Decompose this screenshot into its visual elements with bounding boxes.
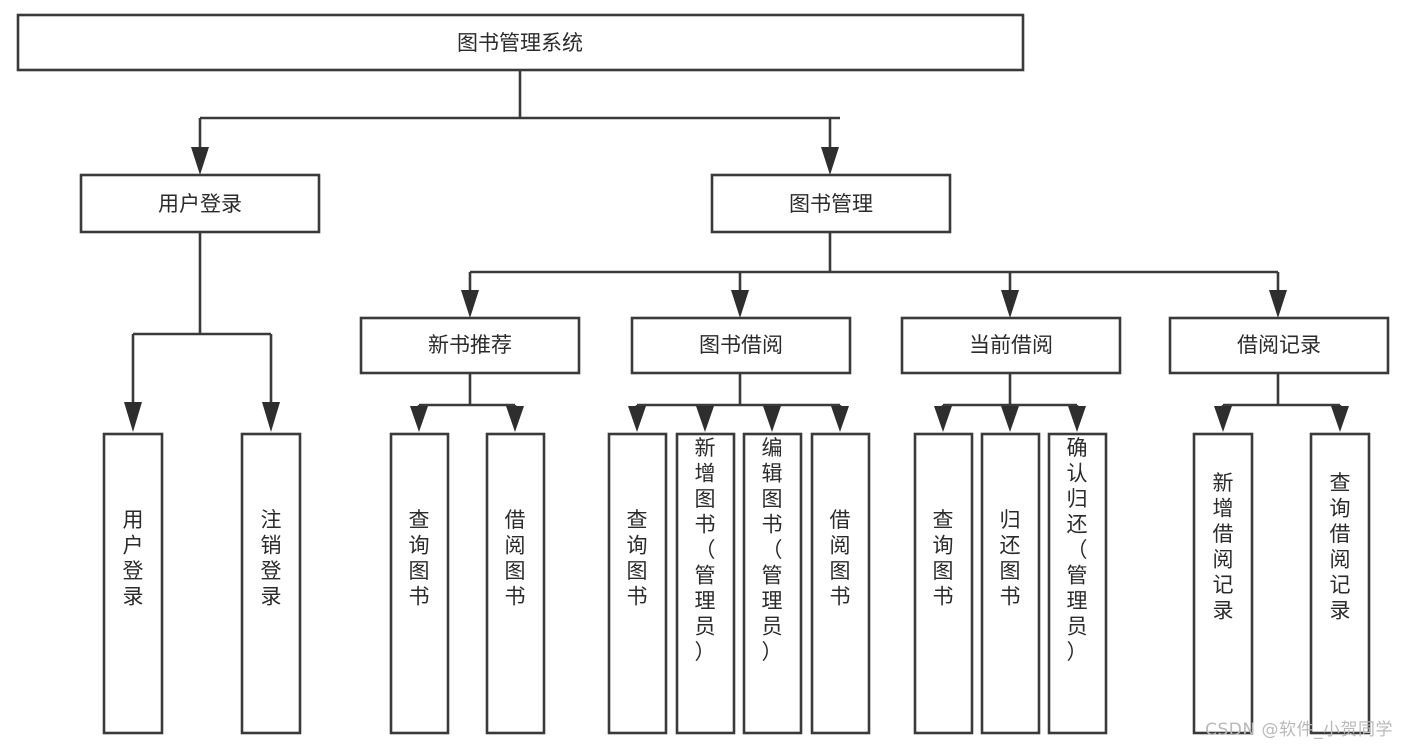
arrowhead-leaf-add-book [696,406,714,432]
node-leaf-borrow-book-1-label: 借阅图书 [505,508,526,609]
arrowhead-leaf-query-book-3 [934,406,952,432]
node-leaf-query-book-1-label: 查询图书 [409,508,430,609]
node-leaf-borrow-book-2[interactable]: 借阅图书 [810,432,871,735]
node-book-borrow-label: 图书借阅 [699,333,783,357]
node-leaf-query-record[interactable]: 查询借阅记录 [1309,432,1371,735]
node-borrow-record-label: 借阅记录 [1237,333,1321,357]
node-leaf-query-record-label: 查询借阅记录 [1330,471,1351,623]
arrowhead-leaf-query-record [1331,406,1349,432]
arrowhead-user-login [191,147,209,175]
node-leaf-add-book[interactable]: 新增图书（管理员） [675,432,736,735]
node-root-box[interactable] [16,13,1025,72]
node-leaf-return-book-label: 归还图书 [1000,508,1021,609]
node-leaf-add-record-label: 新增借阅记录 [1213,471,1234,623]
node-book-borrow-box[interactable] [630,316,852,375]
node-leaf-query-book-2-box[interactable] [607,432,668,735]
node-leaf-add-record[interactable]: 新增借阅记录 [1192,432,1254,735]
node-root[interactable]: 图书管理系统 [16,13,1025,72]
node-leaf-confirm-return-box[interactable] [1047,432,1108,735]
arrowhead-book-manage [821,147,839,175]
node-leaf-add-record-box[interactable] [1192,432,1254,735]
arrowhead-leaf-borrow-book-2 [831,406,849,432]
arrowhead-leaf-add-record [1214,406,1232,432]
node-leaf-query-book-1-box[interactable] [389,432,450,735]
node-leaf-logout[interactable]: 注销登录 [240,432,302,735]
node-leaf-query-book-3-label: 查询图书 [933,508,954,609]
connector-group [124,70,1349,432]
node-leaf-confirm-return-label: 确认归还（管理员） [1067,436,1088,664]
node-leaf-borrow-book-1[interactable]: 借阅图书 [485,432,546,735]
node-leaf-query-book-2-label: 查询图书 [627,508,648,609]
node-leaf-user-login-label: 用户登录 [123,508,144,609]
arrowhead-leaf-borrow-book-1 [506,406,524,432]
node-current-borrow[interactable]: 当前借阅 [900,316,1122,375]
node-leaf-user-login-box[interactable] [102,432,164,735]
arrowhead-leaf-logout [262,402,280,432]
node-new-book-rec[interactable]: 新书推荐 [359,316,581,375]
node-leaf-borrow-book-2-label: 借阅图书 [830,508,851,609]
node-book-manage-label: 图书管理 [789,192,873,216]
node-leaf-borrow-book-1-box[interactable] [485,432,546,735]
node-leaf-confirm-return[interactable]: 确认归还（管理员） [1047,432,1108,735]
node-leaf-query-book-3[interactable]: 查询图书 [913,432,974,735]
node-leaf-edit-book-box[interactable] [742,432,803,735]
node-borrow-record-box[interactable] [1168,316,1390,375]
node-book-manage[interactable]: 图书管理 [710,173,952,234]
node-leaf-edit-book[interactable]: 编辑图书（管理员） [742,432,803,735]
node-leaf-return-book-box[interactable] [980,432,1041,735]
node-borrow-record[interactable]: 借阅记录 [1168,316,1390,375]
node-user-login[interactable]: 用户登录 [79,173,321,234]
arrowhead-leaf-confirm-return [1068,406,1086,432]
node-book-borrow[interactable]: 图书借阅 [630,316,852,375]
arrowhead-borrow-record [1269,290,1287,318]
arrowhead-leaf-user-login [124,402,142,432]
arrowhead-new-book-rec [461,290,479,318]
node-current-borrow-label: 当前借阅 [969,333,1053,357]
node-leaf-add-book-label: 新增图书（管理员） [695,436,716,664]
node-root-label: 图书管理系统 [457,31,583,55]
node-user-login-label: 用户登录 [158,192,242,216]
arrowhead-leaf-edit-book [763,406,781,432]
node-new-book-rec-box[interactable] [359,316,581,375]
node-leaf-logout-label: 注销登录 [261,508,282,609]
node-leaf-query-book-3-box[interactable] [913,432,974,735]
node-leaf-user-login[interactable]: 用户登录 [102,432,164,735]
node-leaf-add-book-box[interactable] [675,432,736,735]
arrowhead-book-borrow [731,290,749,318]
arrowhead-leaf-query-book-1 [410,406,428,432]
node-new-book-rec-label: 新书推荐 [428,333,512,357]
node-leaf-edit-book-label: 编辑图书（管理员） [762,436,783,664]
node-leaf-borrow-book-2-box[interactable] [810,432,871,735]
node-user-login-box[interactable] [79,173,321,234]
node-leaf-query-book-2[interactable]: 查询图书 [607,432,668,735]
arrowhead-leaf-query-book-2 [628,406,646,432]
node-leaf-logout-box[interactable] [240,432,302,735]
node-leaf-query-book-1[interactable]: 查询图书 [389,432,450,735]
arrowhead-current-borrow [1001,290,1019,318]
arrowhead-leaf-return-book [1001,406,1019,432]
node-current-borrow-box[interactable] [900,316,1122,375]
node-leaf-query-record-box[interactable] [1309,432,1371,735]
node-leaf-return-book[interactable]: 归还图书 [980,432,1041,735]
node-book-manage-box[interactable] [710,173,952,234]
